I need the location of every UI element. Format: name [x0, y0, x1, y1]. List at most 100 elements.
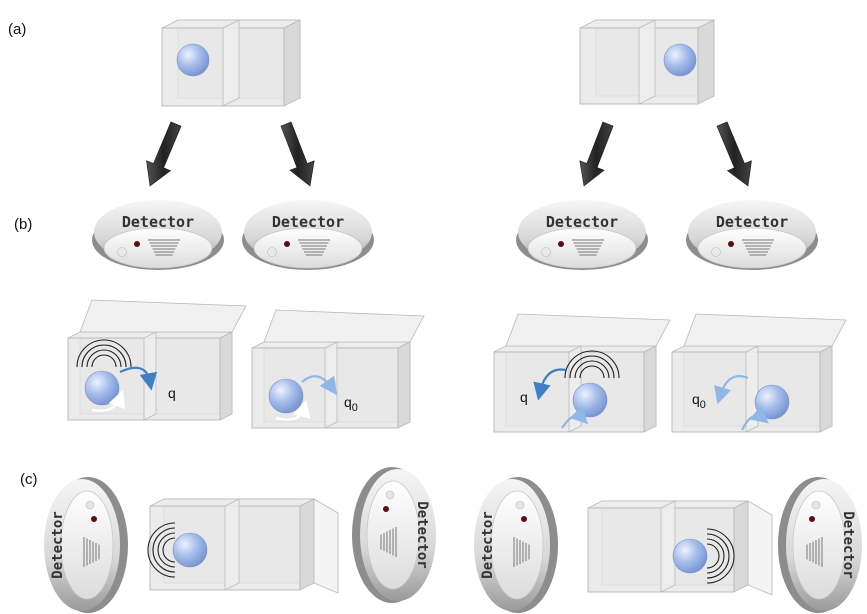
- detector-c-4: Detector: [778, 477, 862, 613]
- wave-b-1: [76, 339, 132, 368]
- wave-c-right: [706, 543, 720, 569]
- big-arrow-left-1: [146, 121, 182, 187]
- arrow-b-3-spin: [561, 405, 589, 429]
- label-q0-b-2-base: q: [344, 394, 352, 410]
- box-c-right-side: [733, 500, 749, 593]
- box-b-4-side: [819, 345, 833, 433]
- label-q0-b-2-sub: 0: [352, 402, 358, 414]
- arrow-b-2-spin: [275, 399, 311, 421]
- wave-c-left: [162, 537, 176, 563]
- arrow-b-4-spin: [741, 405, 769, 431]
- box-c-left-divider: [224, 498, 240, 591]
- arrow-b-1-spin: [91, 389, 126, 412]
- box-a-right-side: [697, 19, 715, 105]
- detector-c-4-led-light: [811, 500, 821, 510]
- sphere-b-2: [268, 378, 304, 414]
- sphere-c-right: [672, 538, 708, 574]
- big-arrow-right-2: [716, 121, 752, 187]
- box-b-2-side: [397, 341, 411, 429]
- sphere-c-left: [172, 532, 208, 568]
- arrow-b-3-out: [533, 368, 567, 401]
- detector-b-4-led-light: [711, 247, 721, 257]
- detector-c-1-led-red: [91, 516, 97, 522]
- detector-c-4-led-red: [809, 516, 815, 522]
- box-a-left-divider: [222, 19, 240, 107]
- box-b-3-lid: [505, 313, 671, 347]
- detector-c-4-label: Detector: [840, 511, 856, 578]
- wave-b-3: [569, 355, 615, 379]
- detector-b-3-led-light: [541, 247, 551, 257]
- sphere-b-4: [754, 384, 790, 420]
- box-b-3-side: [643, 345, 657, 433]
- detector-b-3-face: [527, 227, 637, 269]
- label-q-b-1-base: q: [168, 385, 176, 401]
- detector-c-2-label: Detector: [414, 501, 430, 568]
- panel-label-c: (c): [20, 471, 38, 488]
- box-b-1-divider: [143, 331, 157, 421]
- detector-b-1-led-light: [117, 247, 127, 257]
- detector-b-3-led-red: [558, 241, 564, 247]
- wave-b-3: [579, 365, 605, 379]
- detector-b-3-label: Detector: [546, 213, 618, 231]
- detector-b-2-led-light: [267, 247, 277, 257]
- box-c-right-flap: [747, 500, 773, 596]
- box-c-left-flap: [313, 498, 339, 594]
- detector-c-1-label: Detector: [50, 511, 66, 578]
- wave-b-1: [86, 349, 122, 368]
- detector-b-2-face: [253, 227, 363, 269]
- box-c-right-divider: [660, 500, 676, 593]
- sphere-a-left: [176, 43, 210, 77]
- sphere-b-1: [84, 370, 120, 406]
- label-q0-b-4-base: q: [692, 391, 700, 407]
- detector-c-3-led-light: [515, 500, 525, 510]
- arrow-b-4-out: [714, 375, 749, 405]
- detector-b-4: Detector: [686, 200, 818, 270]
- detector-b-1: Detector: [92, 200, 224, 270]
- label-q0-b-4-sub: 0: [700, 399, 706, 411]
- detector-c-2-led-red: [383, 506, 389, 512]
- detector-b-2: Detector: [242, 200, 374, 270]
- box-b-1-lid: [79, 299, 247, 333]
- wave-b-3: [564, 350, 620, 379]
- box-a-right-divider: [638, 19, 656, 105]
- wave-c-left: [157, 532, 176, 568]
- big-arrow-left-2: [280, 121, 315, 187]
- label-q-b-1: q: [168, 385, 176, 401]
- detector-c-2-led-light: [385, 490, 395, 500]
- box-a-left-side: [283, 19, 301, 107]
- wave-b-1: [91, 354, 117, 368]
- arrow-b-1-out: [119, 366, 158, 391]
- box-b-4: [671, 313, 847, 433]
- wave-c-right: [706, 528, 735, 584]
- detector-b-3: Detector: [516, 200, 648, 270]
- sphere-a-right: [663, 43, 697, 77]
- detector-c-2: Detector: [352, 467, 436, 603]
- box-c-left-side: [299, 498, 315, 591]
- wave-c-right: [706, 533, 730, 579]
- detector-b-1-face: [103, 227, 213, 269]
- big-arrow-right-1: [579, 121, 614, 187]
- box-b-4-lid: [683, 313, 847, 347]
- label-q0-b-2: q0: [344, 394, 358, 414]
- detector-b-2-label: Detector: [272, 213, 344, 231]
- box-b-2-lid: [263, 309, 425, 343]
- detector-b-4-label: Detector: [716, 213, 788, 231]
- detector-b-2-led-red: [284, 241, 290, 247]
- label-q-b-3: q: [520, 389, 528, 405]
- detector-c-3-label: Detector: [480, 511, 496, 578]
- panel-label-b: (b): [14, 216, 33, 233]
- arrow-b-2-out: [301, 375, 338, 396]
- wave-c-right: [706, 538, 725, 574]
- panel-label-a: (a): [8, 21, 27, 38]
- detector-b-4-face: [697, 227, 807, 269]
- detector-c-3-led-red: [521, 516, 527, 522]
- box-b-1-side: [219, 331, 233, 421]
- sphere-b-3: [572, 382, 608, 418]
- wave-b-1: [81, 344, 127, 368]
- detector-c-1: Detector: [44, 477, 128, 613]
- detector-c-1-led-light: [85, 500, 95, 510]
- detector-b-1-label: Detector: [122, 213, 194, 231]
- wave-b-3: [574, 360, 610, 379]
